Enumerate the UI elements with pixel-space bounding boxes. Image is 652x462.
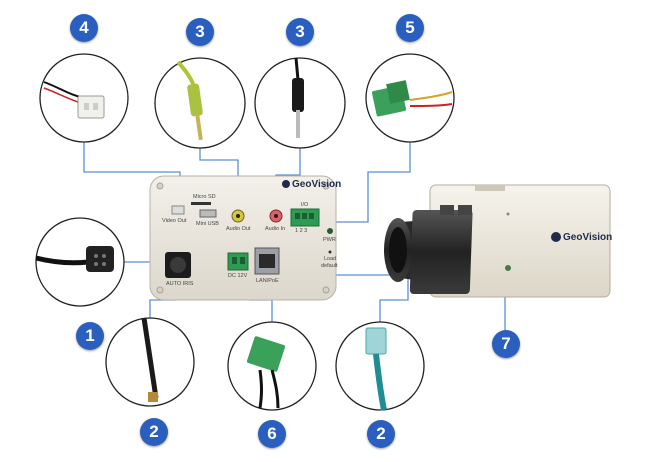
brand-logo-panel: GeoVision xyxy=(292,179,342,190)
callout-badge-1: 1 xyxy=(76,322,104,350)
callout-badge-5: 5 xyxy=(396,14,424,42)
camera-back-panel xyxy=(149,175,337,301)
photo-connector-5 xyxy=(365,53,455,143)
label-audio-out: Audio Out xyxy=(226,226,251,232)
label-io: I/O xyxy=(301,202,309,208)
photo-cable-4 xyxy=(39,53,129,143)
label-auto-iris: AUTO IRIS xyxy=(166,281,194,287)
label-audio-in: Audio In xyxy=(265,226,286,232)
label-mini-usb: Mini USB xyxy=(196,221,219,227)
callout-badge-2-antenna: 2 xyxy=(140,418,168,446)
label-pwr: PWR xyxy=(323,237,336,243)
callout-badge-3-audio-out: 3 xyxy=(186,18,214,46)
brand-logo-front: GeoVision xyxy=(563,232,613,243)
label-load: Load xyxy=(324,256,337,262)
label-micro-sd: Micro SD xyxy=(193,194,216,200)
callout-badge-3-audio-in: 3 xyxy=(286,18,314,46)
callout-badge-6: 6 xyxy=(258,420,286,448)
label-dc12v: DC 12V xyxy=(228,273,248,279)
label-default: default xyxy=(321,263,338,269)
photo-cable-3-audio-in xyxy=(254,57,346,149)
callout-badge-7: 7 xyxy=(492,330,520,358)
photo-terminal-6 xyxy=(227,321,317,411)
callout-badge-4: 4 xyxy=(70,14,98,42)
camera-front-view xyxy=(384,184,611,298)
photo-power-cable-1 xyxy=(35,217,125,307)
photo-antenna-2 xyxy=(105,317,195,407)
photo-ethernet-2 xyxy=(335,321,425,411)
callout-badge-2-lan: 2 xyxy=(367,420,395,448)
photo-cable-3-audio-out xyxy=(154,57,246,149)
label-video-out: Video Out xyxy=(162,218,187,224)
label-io-pins: 1 2 3 xyxy=(295,228,308,234)
label-lan-poe: LAN/PoE xyxy=(256,278,279,284)
